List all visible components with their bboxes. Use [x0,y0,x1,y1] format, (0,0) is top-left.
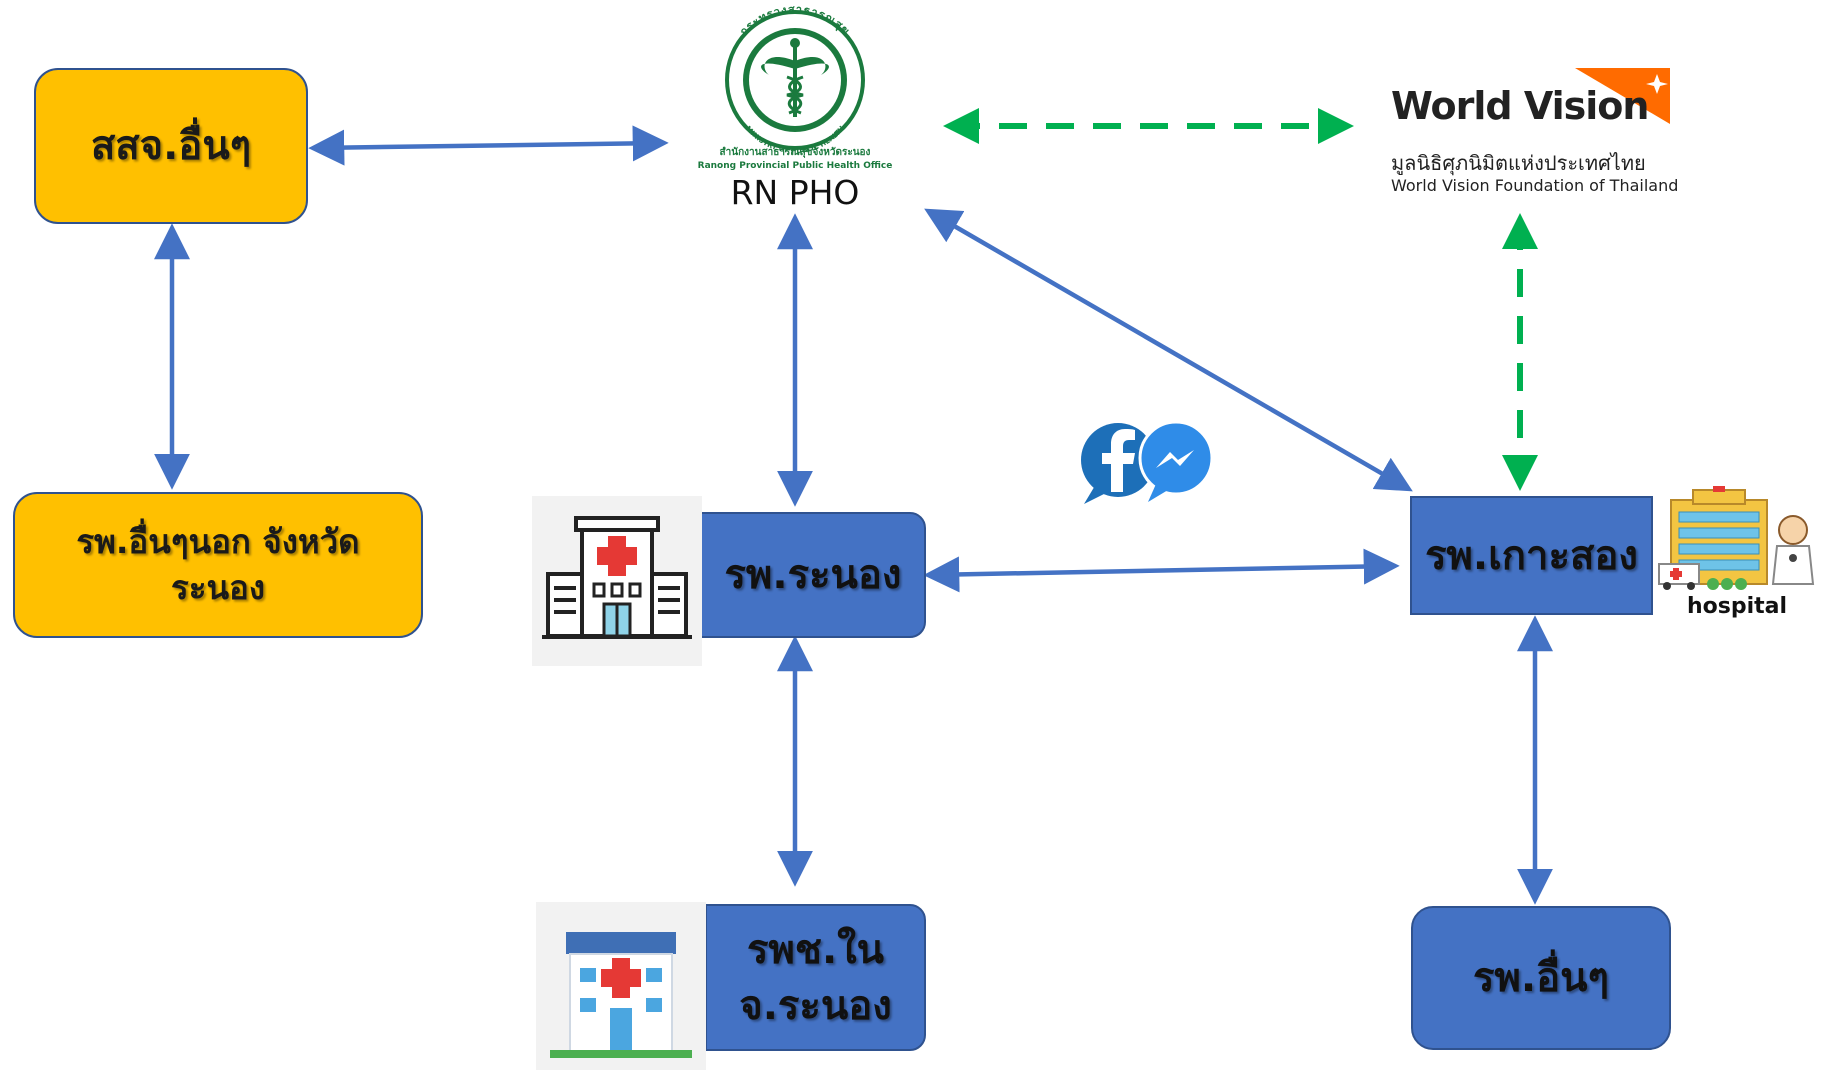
world-vision-brand: World Vision [1391,84,1649,128]
node-kohsong-hospital: รพ.เกาะสอง [1410,496,1653,615]
node-other-pho-label: สสจ.อื่นๆ [90,123,252,169]
world-vision-starburst-icon [1575,68,1670,124]
node-other-province-hospitals-line1: รพ.อื่นๆนอก จังหวัด [76,521,360,561]
node-other-hospitals-label: รพ.อื่นๆ [1473,955,1609,1001]
facebook-icon [1081,423,1155,504]
link-otherpho-rnpho [308,125,669,166]
node-other-province-hospitals: รพ.อื่นๆนอก จังหวัด ระนอง [13,492,423,638]
community-hospital-icon [536,902,706,1070]
moph-emblem-icon: กระทรวงสาธารณสุข MINISTRY OF PUBLIC HEAL… [698,3,893,171]
hospital-caption: hospital [1686,594,1788,619]
moph-office-th: สำนักงานสาธารณสุขจังหวัดระนอง [720,146,871,158]
world-vision-name-en: World Vision Foundation of Thailand [1391,176,1679,195]
rn-pho-caption: RN PHO [730,173,860,212]
node-community-hospitals-line2: จ.ระนอง [739,982,892,1029]
moph-logo: กระทรวงสาธารณสุข MINISTRY OF PUBLIC HEAL… [695,3,895,212]
node-ranong-hospital: รพ.ระนอง [700,512,926,638]
social-icons [1078,418,1218,510]
node-ranong-hospital-label: รพ.ระนอง [724,552,902,598]
node-other-hospitals: รพ.อื่นๆ [1411,906,1671,1050]
node-community-hospitals-line1: รพช.ใน [746,926,885,973]
hospital-building-icon [532,496,702,666]
node-community-hospitals: รพช.ใน จ.ระนอง [705,904,926,1051]
node-kohsong-hospital-label: รพ.เกาะสอง [1425,532,1638,579]
link-ranong-kohsong [923,548,1400,593]
world-vision-logo: World Vision มูลนิธิศุภนิมิตแห่งประเทศไท… [1385,62,1685,202]
world-vision-name-th: มูลนิธิศุภนิมิตแห่งประเทศไทย [1391,151,1646,175]
messenger-icon [1138,420,1214,502]
link-rnpho-kohsong [924,208,1413,492]
hospital-illustration-icon: hospital [1653,484,1821,629]
node-other-pho: สสจ.อื่นๆ [34,68,308,224]
moph-office-en: Ranong Provincial Public Health Office [698,161,893,170]
node-other-province-hospitals-line2: ระนอง [171,568,265,607]
